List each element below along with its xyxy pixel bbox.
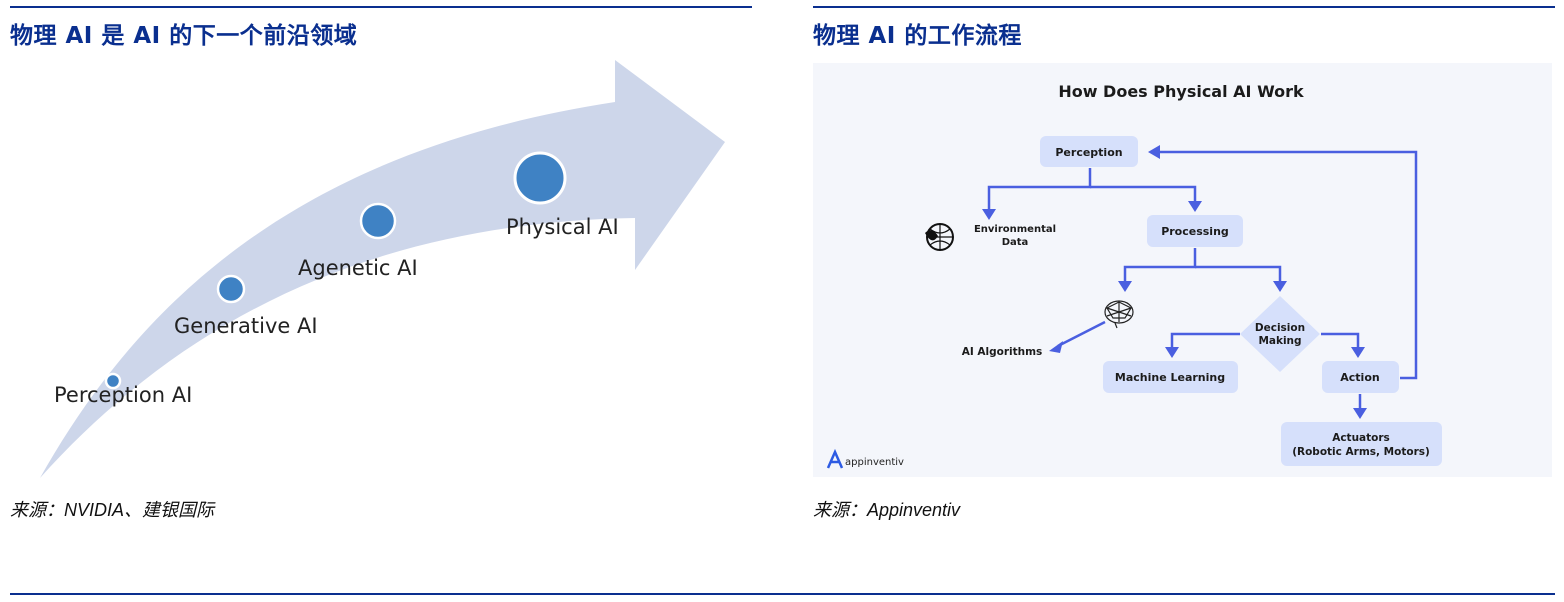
- appinventiv-logo: appinventiv: [826, 448, 904, 469]
- stage-label-generative: Generative AI: [174, 314, 318, 338]
- decision-line2: Making: [1258, 335, 1301, 347]
- globe-leaf-icon: [925, 223, 954, 251]
- left-source-note: 来源：NVIDIA、建银国际: [10, 500, 215, 520]
- node-action-label: Action: [1340, 371, 1379, 384]
- stage-dot-agenetic: [359, 202, 397, 240]
- diagram-background: [813, 63, 1552, 477]
- actuators-line1: Actuators: [1332, 432, 1390, 444]
- stage-dot-generative: [216, 274, 246, 304]
- diagram-heading: How Does Physical AI Work: [1058, 82, 1304, 101]
- right-source-note: 来源：Appinventiv: [813, 500, 961, 520]
- stage-label-perception: Perception AI: [54, 383, 192, 407]
- node-machine-learning: [1103, 361, 1238, 393]
- flow-connectors: [987, 150, 1418, 410]
- top-rule-left: [10, 6, 752, 8]
- node-actuators: [1281, 422, 1442, 466]
- node-processing-label: Processing: [1161, 225, 1229, 238]
- stage-label-physical: Physical AI: [506, 215, 619, 239]
- stage-label-agenetic: Agenetic AI: [298, 256, 418, 280]
- brain-network-icon: [1104, 300, 1134, 329]
- node-machine-learning-label: Machine Learning: [1115, 371, 1225, 384]
- right-panel-title: 物理 AI 的工作流程: [813, 23, 1022, 49]
- ai-algorithms-label: AI Algorithms: [962, 346, 1043, 358]
- actuators-line2: (Robotic Arms, Motors): [1292, 446, 1430, 458]
- decision-line1: Decision: [1255, 322, 1305, 334]
- env-data-line2: Data: [1002, 237, 1029, 248]
- node-decision-making: [1240, 296, 1320, 372]
- bottom-rule: [10, 593, 1555, 595]
- stage-dot-physical: [513, 151, 567, 205]
- node-perception: [1040, 136, 1138, 167]
- node-processing: [1147, 215, 1243, 247]
- env-data-line1: Environmental: [974, 224, 1056, 235]
- stage-dot-perception: [104, 372, 122, 390]
- top-rule-right: [813, 6, 1555, 8]
- node-perception-label: Perception: [1055, 146, 1122, 159]
- flow-arrowheads: [982, 145, 1367, 419]
- svg-text:appinventiv: appinventiv: [845, 457, 904, 468]
- node-action: [1322, 361, 1399, 393]
- left-panel-title: 物理 AI 是 AI 的下一个前沿领域: [10, 23, 358, 49]
